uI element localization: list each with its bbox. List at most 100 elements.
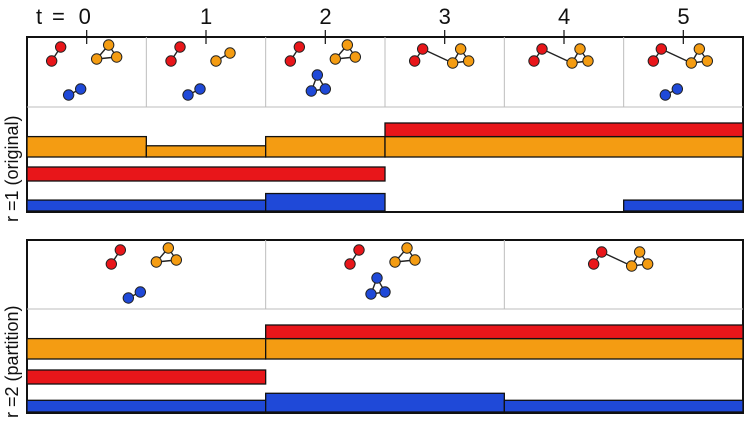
orange-node — [446, 57, 459, 69]
blue-node — [74, 83, 87, 95]
panel-original-red-band — [26, 166, 386, 182]
orange-node — [110, 51, 123, 63]
time-tick-label-4: 4 — [558, 4, 570, 29]
blue-node — [122, 292, 135, 304]
orange-node — [685, 57, 698, 69]
blue-band-segment — [26, 399, 267, 413]
red-node — [353, 244, 365, 256]
panel-partition-slice-0 — [105, 242, 183, 304]
red-node — [165, 55, 177, 67]
orange-node — [641, 258, 654, 270]
red-node — [344, 258, 356, 270]
orange-node — [633, 246, 646, 258]
red-band-segment — [384, 122, 744, 138]
panel-original-slice-4 — [528, 43, 594, 69]
blue-node — [671, 83, 684, 95]
red-node — [536, 43, 548, 55]
orange-node — [625, 260, 638, 272]
orange-node — [701, 55, 714, 67]
blue-node — [182, 89, 194, 101]
blue-node — [319, 83, 332, 95]
time-axis-t-label: t — [36, 4, 42, 29]
orange-node — [389, 256, 401, 268]
red-node — [528, 55, 540, 67]
red-band-segment — [265, 324, 744, 340]
blue-node — [379, 286, 391, 298]
orange-node — [210, 55, 222, 67]
blue-node — [659, 89, 672, 101]
red-band-segment — [26, 166, 386, 182]
orange-node — [349, 51, 362, 63]
red-node — [54, 41, 67, 53]
panel-original-slice-0 — [45, 39, 123, 101]
blue-band-segment — [26, 199, 267, 212]
red-node — [587, 258, 600, 270]
time-tick-label-1: 1 — [200, 4, 212, 29]
red-node — [416, 43, 429, 55]
blue-band-segment — [265, 392, 505, 413]
blue-node — [194, 83, 206, 95]
panel-original-blue-band — [26, 192, 744, 212]
time-tick-label-5: 5 — [677, 4, 689, 29]
panel-original-slice-5 — [647, 43, 714, 101]
orange-node — [341, 39, 354, 51]
orange-node — [566, 57, 578, 69]
panel-partition-label: r =2 (partition) — [2, 305, 22, 418]
red-band-segment — [26, 369, 267, 385]
blue-node — [134, 286, 147, 298]
blue-band-segment — [623, 199, 744, 212]
blue-band-segment — [503, 399, 744, 413]
orange-band-segment — [26, 135, 147, 158]
blue-band-segment — [265, 192, 386, 212]
red-node — [655, 43, 668, 55]
panel-partition: r =2 (partition) — [2, 239, 744, 418]
time-tick-labels: 0 1 2 3 4 5 — [79, 4, 690, 44]
panel-partition-blue-band — [26, 392, 744, 413]
orange-band-segment — [145, 145, 267, 158]
orange-node — [574, 43, 586, 55]
blue-node — [62, 89, 75, 101]
panel-original-label: r =1 (original) — [2, 115, 22, 222]
time-axis: t = 0 1 2 3 4 5 — [36, 4, 690, 44]
panel-original-slice-2 — [284, 39, 362, 97]
orange-band-segment — [265, 135, 386, 158]
panel-partition-red-orange-band — [26, 324, 744, 360]
orange-node — [162, 242, 175, 254]
blue-node — [365, 288, 377, 300]
time-tick-label-2: 2 — [319, 4, 331, 29]
time-axis-equals: = — [52, 4, 65, 29]
panel-partition-red-band — [26, 369, 267, 385]
blue-node — [305, 85, 318, 97]
time-tick-label-3: 3 — [439, 4, 451, 29]
red-node — [114, 244, 127, 256]
orange-node — [409, 254, 421, 266]
orange-node — [102, 39, 115, 51]
orange-node — [582, 55, 594, 67]
panel-partition-slice-1 — [344, 242, 421, 300]
panel-original: r =1 (original) — [2, 36, 744, 222]
orange-node — [329, 53, 342, 65]
red-node — [45, 55, 58, 67]
orange-node — [401, 242, 413, 254]
red-node — [284, 55, 297, 67]
panel-partition-slice-2 — [587, 246, 654, 272]
orange-node — [693, 43, 706, 55]
red-node — [174, 41, 186, 53]
red-node — [408, 55, 421, 67]
panel-original-red-orange-band — [26, 122, 744, 158]
blue-node — [311, 69, 324, 81]
orange-band-segment — [265, 337, 744, 360]
red-node — [105, 258, 118, 270]
orange-node — [462, 55, 475, 67]
time-tick-label-0: 0 — [79, 4, 91, 29]
orange-node — [90, 53, 103, 65]
orange-band-segment — [26, 337, 267, 360]
orange-node — [224, 47, 236, 59]
panel-original-slice-1 — [165, 41, 236, 101]
orange-node — [150, 256, 163, 268]
orange-node — [454, 43, 467, 55]
red-node — [647, 55, 660, 67]
panel-original-slice-3 — [408, 43, 475, 69]
orange-node — [170, 254, 183, 266]
